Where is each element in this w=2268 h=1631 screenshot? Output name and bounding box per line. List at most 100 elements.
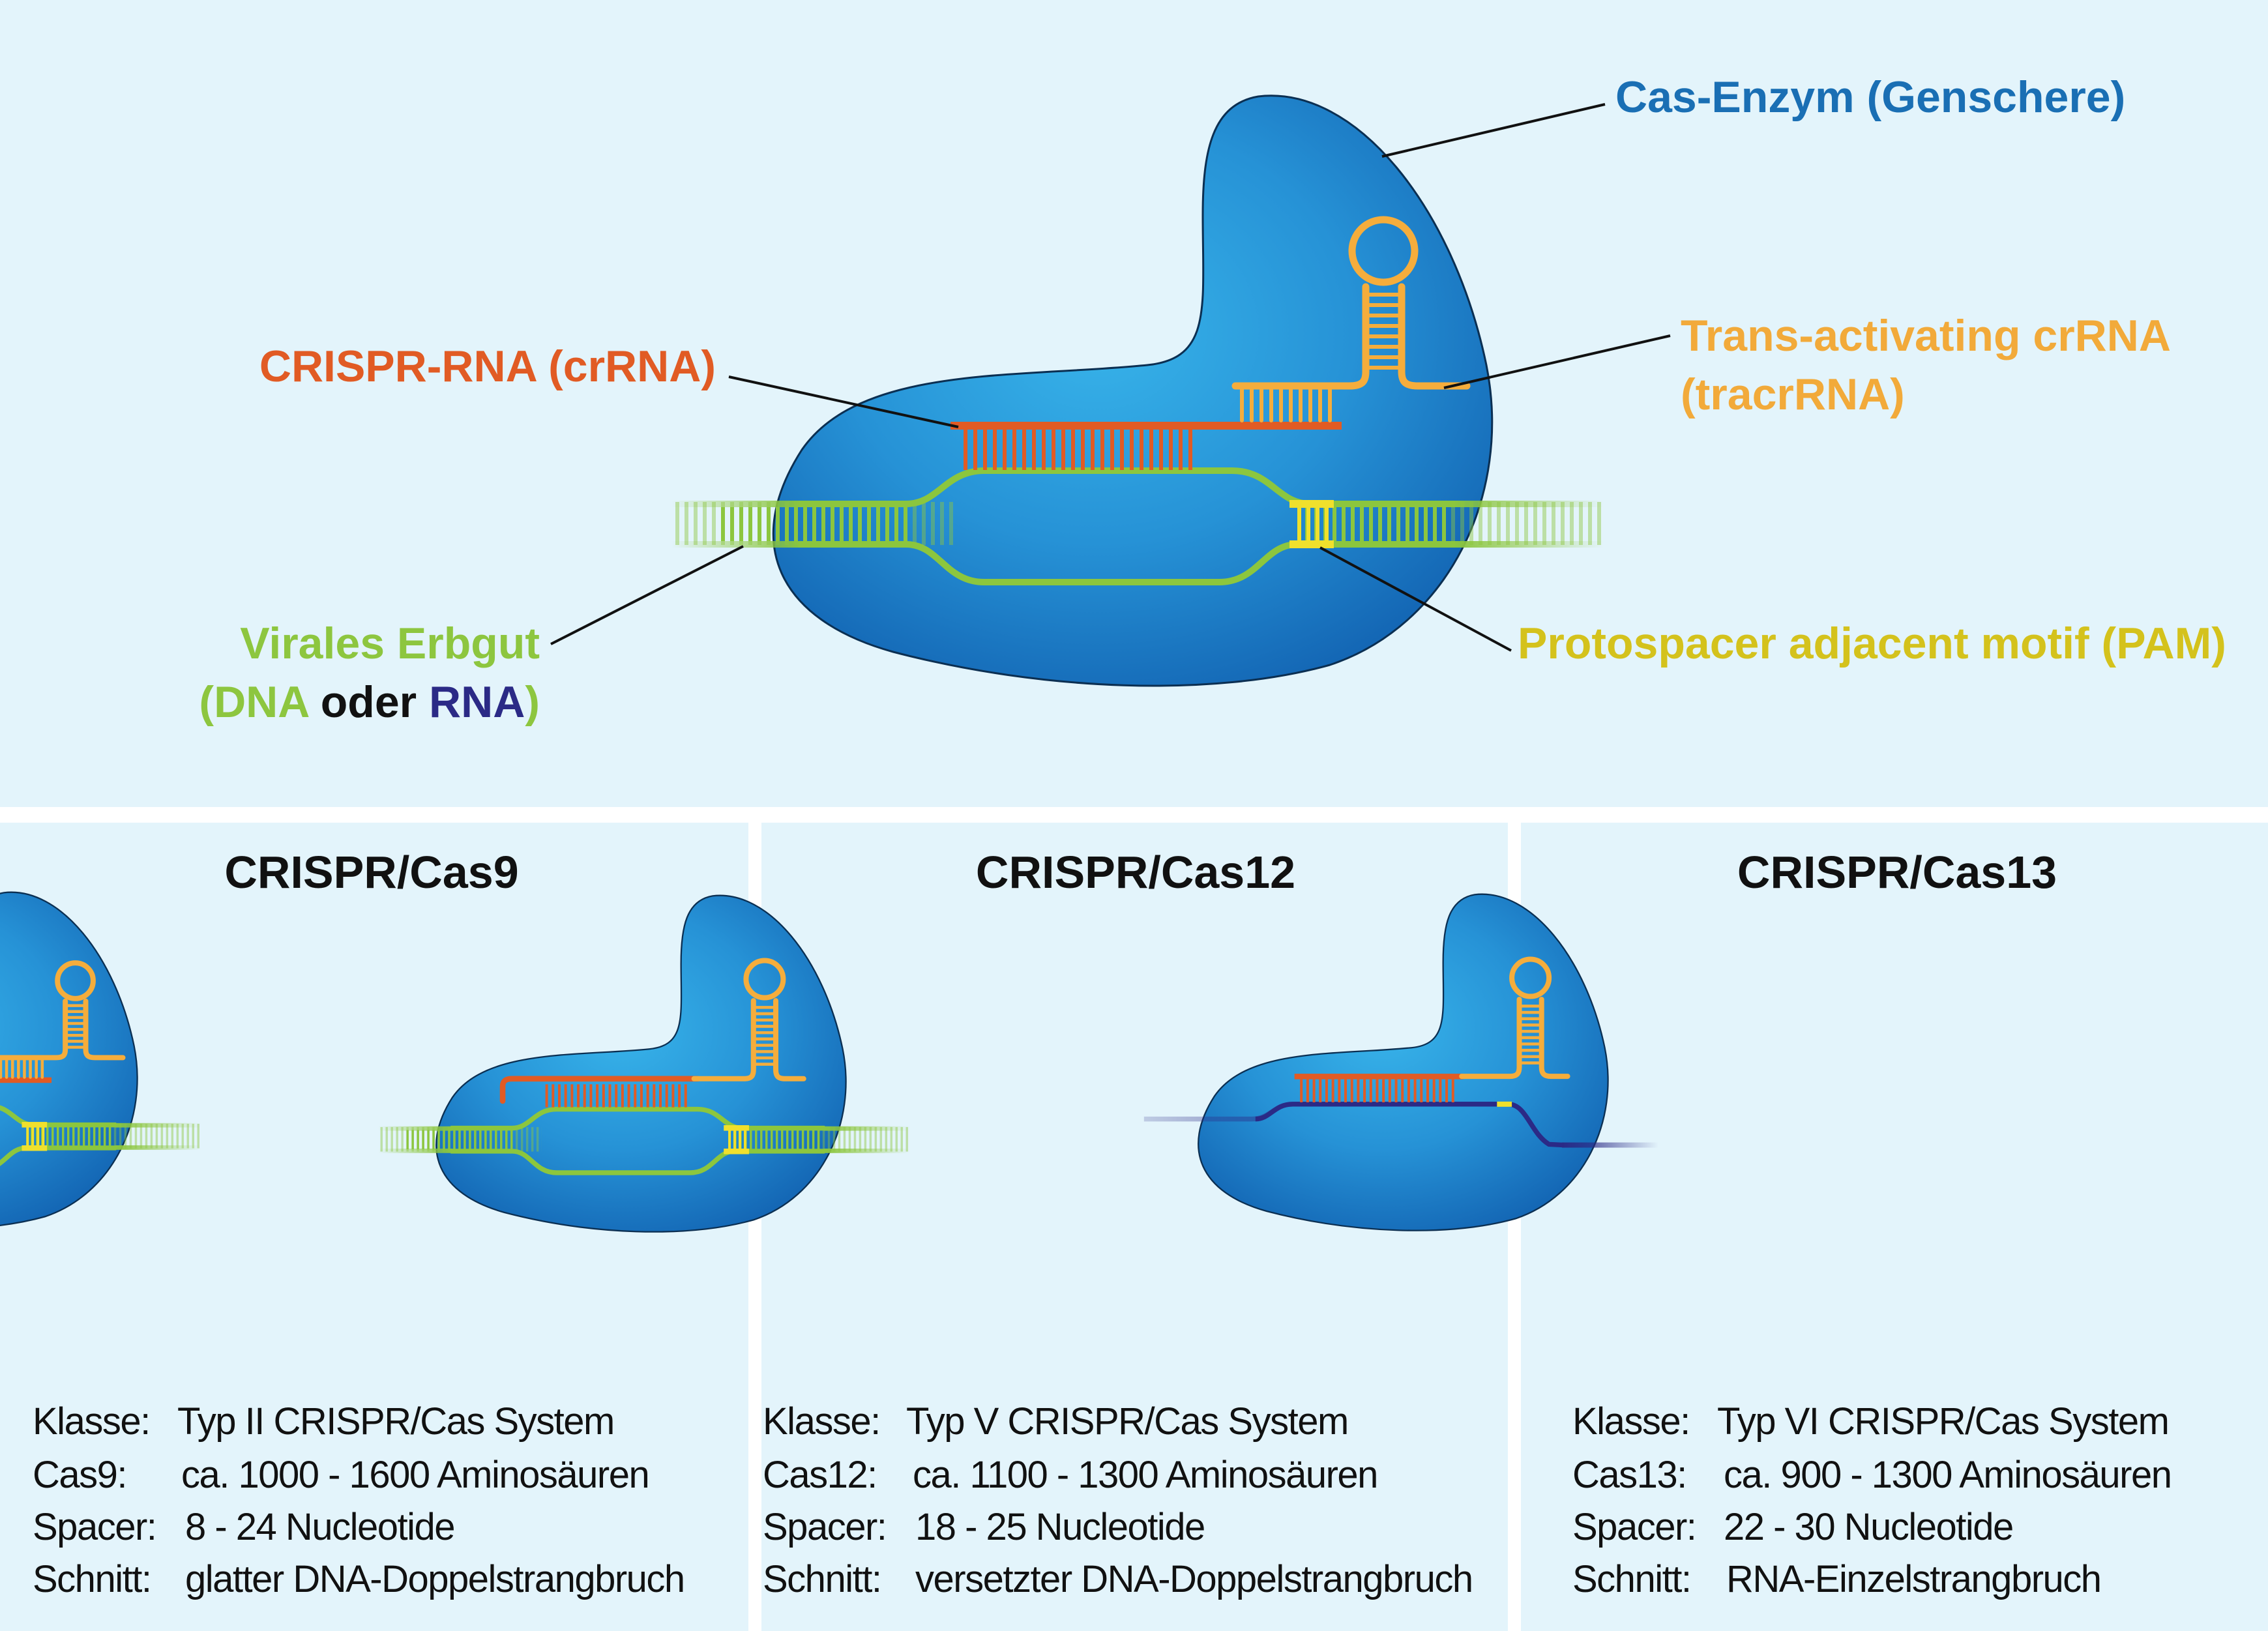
base-pair-rung bbox=[1130, 430, 1134, 470]
info-value: ca. 900 - 1300 Aminosäuren bbox=[1724, 1454, 2171, 1496]
base-pair-rung bbox=[1091, 430, 1095, 470]
base-pair-rung bbox=[1401, 1080, 1404, 1102]
base-pair-rung bbox=[1120, 430, 1124, 470]
base-pair-rung bbox=[1313, 1080, 1316, 1102]
base-pair-rung bbox=[634, 1084, 636, 1107]
info-value: RNA-Einzelstrangbruch bbox=[1726, 1558, 2101, 1600]
base-pair-rung bbox=[1389, 1080, 1391, 1102]
base-pair-rung bbox=[1363, 1080, 1366, 1102]
base-pair-rung bbox=[983, 430, 987, 470]
base-pair-rung bbox=[1439, 1080, 1441, 1102]
base-pair-rung bbox=[1319, 1080, 1321, 1102]
label-tracrrna-line2: (tracrRNA) bbox=[1681, 370, 1905, 419]
info-value: 18 - 25 Nucleotide bbox=[915, 1506, 1205, 1548]
base-pair-rung bbox=[546, 1084, 548, 1107]
base-pair-rung bbox=[1012, 430, 1016, 470]
base-pair-rung bbox=[1110, 430, 1114, 470]
base-pair-rung bbox=[609, 1084, 611, 1107]
info-value: ca. 1000 - 1600 Aminosäuren bbox=[181, 1454, 649, 1496]
base-pair-rung bbox=[659, 1084, 662, 1107]
info-key: Spacer: bbox=[763, 1506, 886, 1548]
base-pair-rung bbox=[1414, 1080, 1417, 1102]
base-pair-rung bbox=[552, 1084, 554, 1107]
base-pair-rung bbox=[1325, 1080, 1328, 1102]
base-pair-rung bbox=[1149, 430, 1153, 470]
base-pair-rung bbox=[596, 1084, 598, 1107]
base-pair-rung bbox=[1407, 1080, 1410, 1102]
label-viral-dna: DNA bbox=[214, 677, 309, 727]
base-pair-rung bbox=[1433, 1080, 1436, 1102]
base-pair-rung bbox=[1159, 430, 1163, 470]
base-pair-rung bbox=[685, 1084, 687, 1107]
info-value: 8 - 24 Nucleotide bbox=[185, 1506, 454, 1548]
info-value: 22 - 30 Nucleotide bbox=[1724, 1506, 2013, 1548]
base-pair-rung bbox=[640, 1084, 643, 1107]
base-pair-rung bbox=[1382, 1080, 1385, 1102]
base-pair-rung bbox=[678, 1084, 681, 1107]
base-pair-rung bbox=[1032, 430, 1036, 470]
base-pair-rung bbox=[647, 1084, 649, 1107]
base-pair-rung bbox=[558, 1084, 561, 1107]
info-key: Spacer: bbox=[33, 1506, 156, 1548]
label-viral-line2: (DNA oder RNA) bbox=[199, 677, 540, 727]
label-crrna: CRISPR-RNA (crRNA) bbox=[259, 342, 716, 391]
base-pair-rung bbox=[1100, 430, 1104, 470]
base-pair-rung bbox=[1140, 430, 1143, 470]
info-key: Schnitt: bbox=[763, 1558, 881, 1600]
base-pair-rung bbox=[628, 1084, 630, 1107]
base-pair-rung bbox=[964, 430, 967, 470]
base-pair-rung bbox=[973, 430, 977, 470]
info-key: Cas12: bbox=[763, 1454, 877, 1496]
base-pair-rung bbox=[1344, 1080, 1347, 1102]
info-key: Klasse: bbox=[1572, 1400, 1690, 1443]
info-value: Typ II CRISPR/Cas System bbox=[177, 1400, 614, 1443]
info-key: Cas13: bbox=[1572, 1454, 1686, 1496]
base-pair-rung bbox=[1445, 1080, 1448, 1102]
base-pair-rung bbox=[1179, 430, 1183, 470]
base-pair-rung bbox=[1061, 430, 1065, 470]
panel-title-cas12: CRISPR/Cas12 bbox=[976, 847, 1295, 898]
base-pair-rung bbox=[1052, 430, 1055, 470]
info-value: glatter DNA-Doppelstrangbruch bbox=[185, 1558, 685, 1600]
base-pair-rung bbox=[1338, 1080, 1340, 1102]
base-pair-rung bbox=[1022, 430, 1026, 470]
base-pair-rung bbox=[1306, 1080, 1309, 1102]
panel-title-cas13: CRISPR/Cas13 bbox=[1737, 847, 2057, 898]
label-pam: Protospacer adjacent motif (PAM) bbox=[1518, 619, 2226, 668]
base-pair-rung bbox=[1395, 1080, 1398, 1102]
base-pair-rung bbox=[1169, 430, 1173, 470]
base-pair-rung bbox=[583, 1084, 586, 1107]
base-pair-rung bbox=[1370, 1080, 1372, 1102]
base-pair-rung bbox=[1357, 1080, 1359, 1102]
base-pair-rung bbox=[1188, 430, 1192, 470]
label-cas-enzyme: Cas-Enzym (Genschere) bbox=[1615, 72, 2125, 122]
info-key: Schnitt: bbox=[1572, 1558, 1690, 1600]
label-viral-oder: oder bbox=[308, 677, 429, 727]
base-pair-rung bbox=[1071, 430, 1075, 470]
base-pair-rung bbox=[602, 1084, 605, 1107]
label-viral-line1: Virales Erbgut bbox=[240, 619, 540, 668]
base-pair-rung bbox=[653, 1084, 655, 1107]
base-pair-rung bbox=[589, 1084, 592, 1107]
base-pair-rung bbox=[1420, 1080, 1422, 1102]
base-pair-rung bbox=[1081, 430, 1085, 470]
base-pair-rung bbox=[577, 1084, 580, 1107]
base-pair-rung bbox=[671, 1084, 674, 1107]
info-key: Spacer: bbox=[1572, 1506, 1696, 1548]
base-pair-rung bbox=[615, 1084, 617, 1107]
base-pair-rung bbox=[1452, 1080, 1454, 1102]
info-value: ca. 1100 - 1300 Aminosäuren bbox=[913, 1454, 1377, 1496]
label-tracrrna-line1: Trans-activating crRNA bbox=[1681, 311, 2171, 360]
info-key: Klasse: bbox=[33, 1400, 150, 1443]
label-viral-rna: RNA bbox=[429, 677, 525, 727]
info-value: versetzter DNA-Doppelstrangbruch bbox=[915, 1558, 1473, 1600]
info-value: Typ VI CRISPR/Cas System bbox=[1717, 1400, 2168, 1443]
base-pair-rung bbox=[993, 430, 997, 470]
info-key: Klasse: bbox=[763, 1400, 880, 1443]
panel-title-cas9: CRISPR/Cas9 bbox=[224, 847, 518, 898]
base-pair-rung bbox=[1042, 430, 1046, 470]
base-pair-rung bbox=[1300, 1080, 1303, 1102]
base-pair-rung bbox=[666, 1084, 668, 1107]
base-pair-rung bbox=[1003, 430, 1007, 470]
